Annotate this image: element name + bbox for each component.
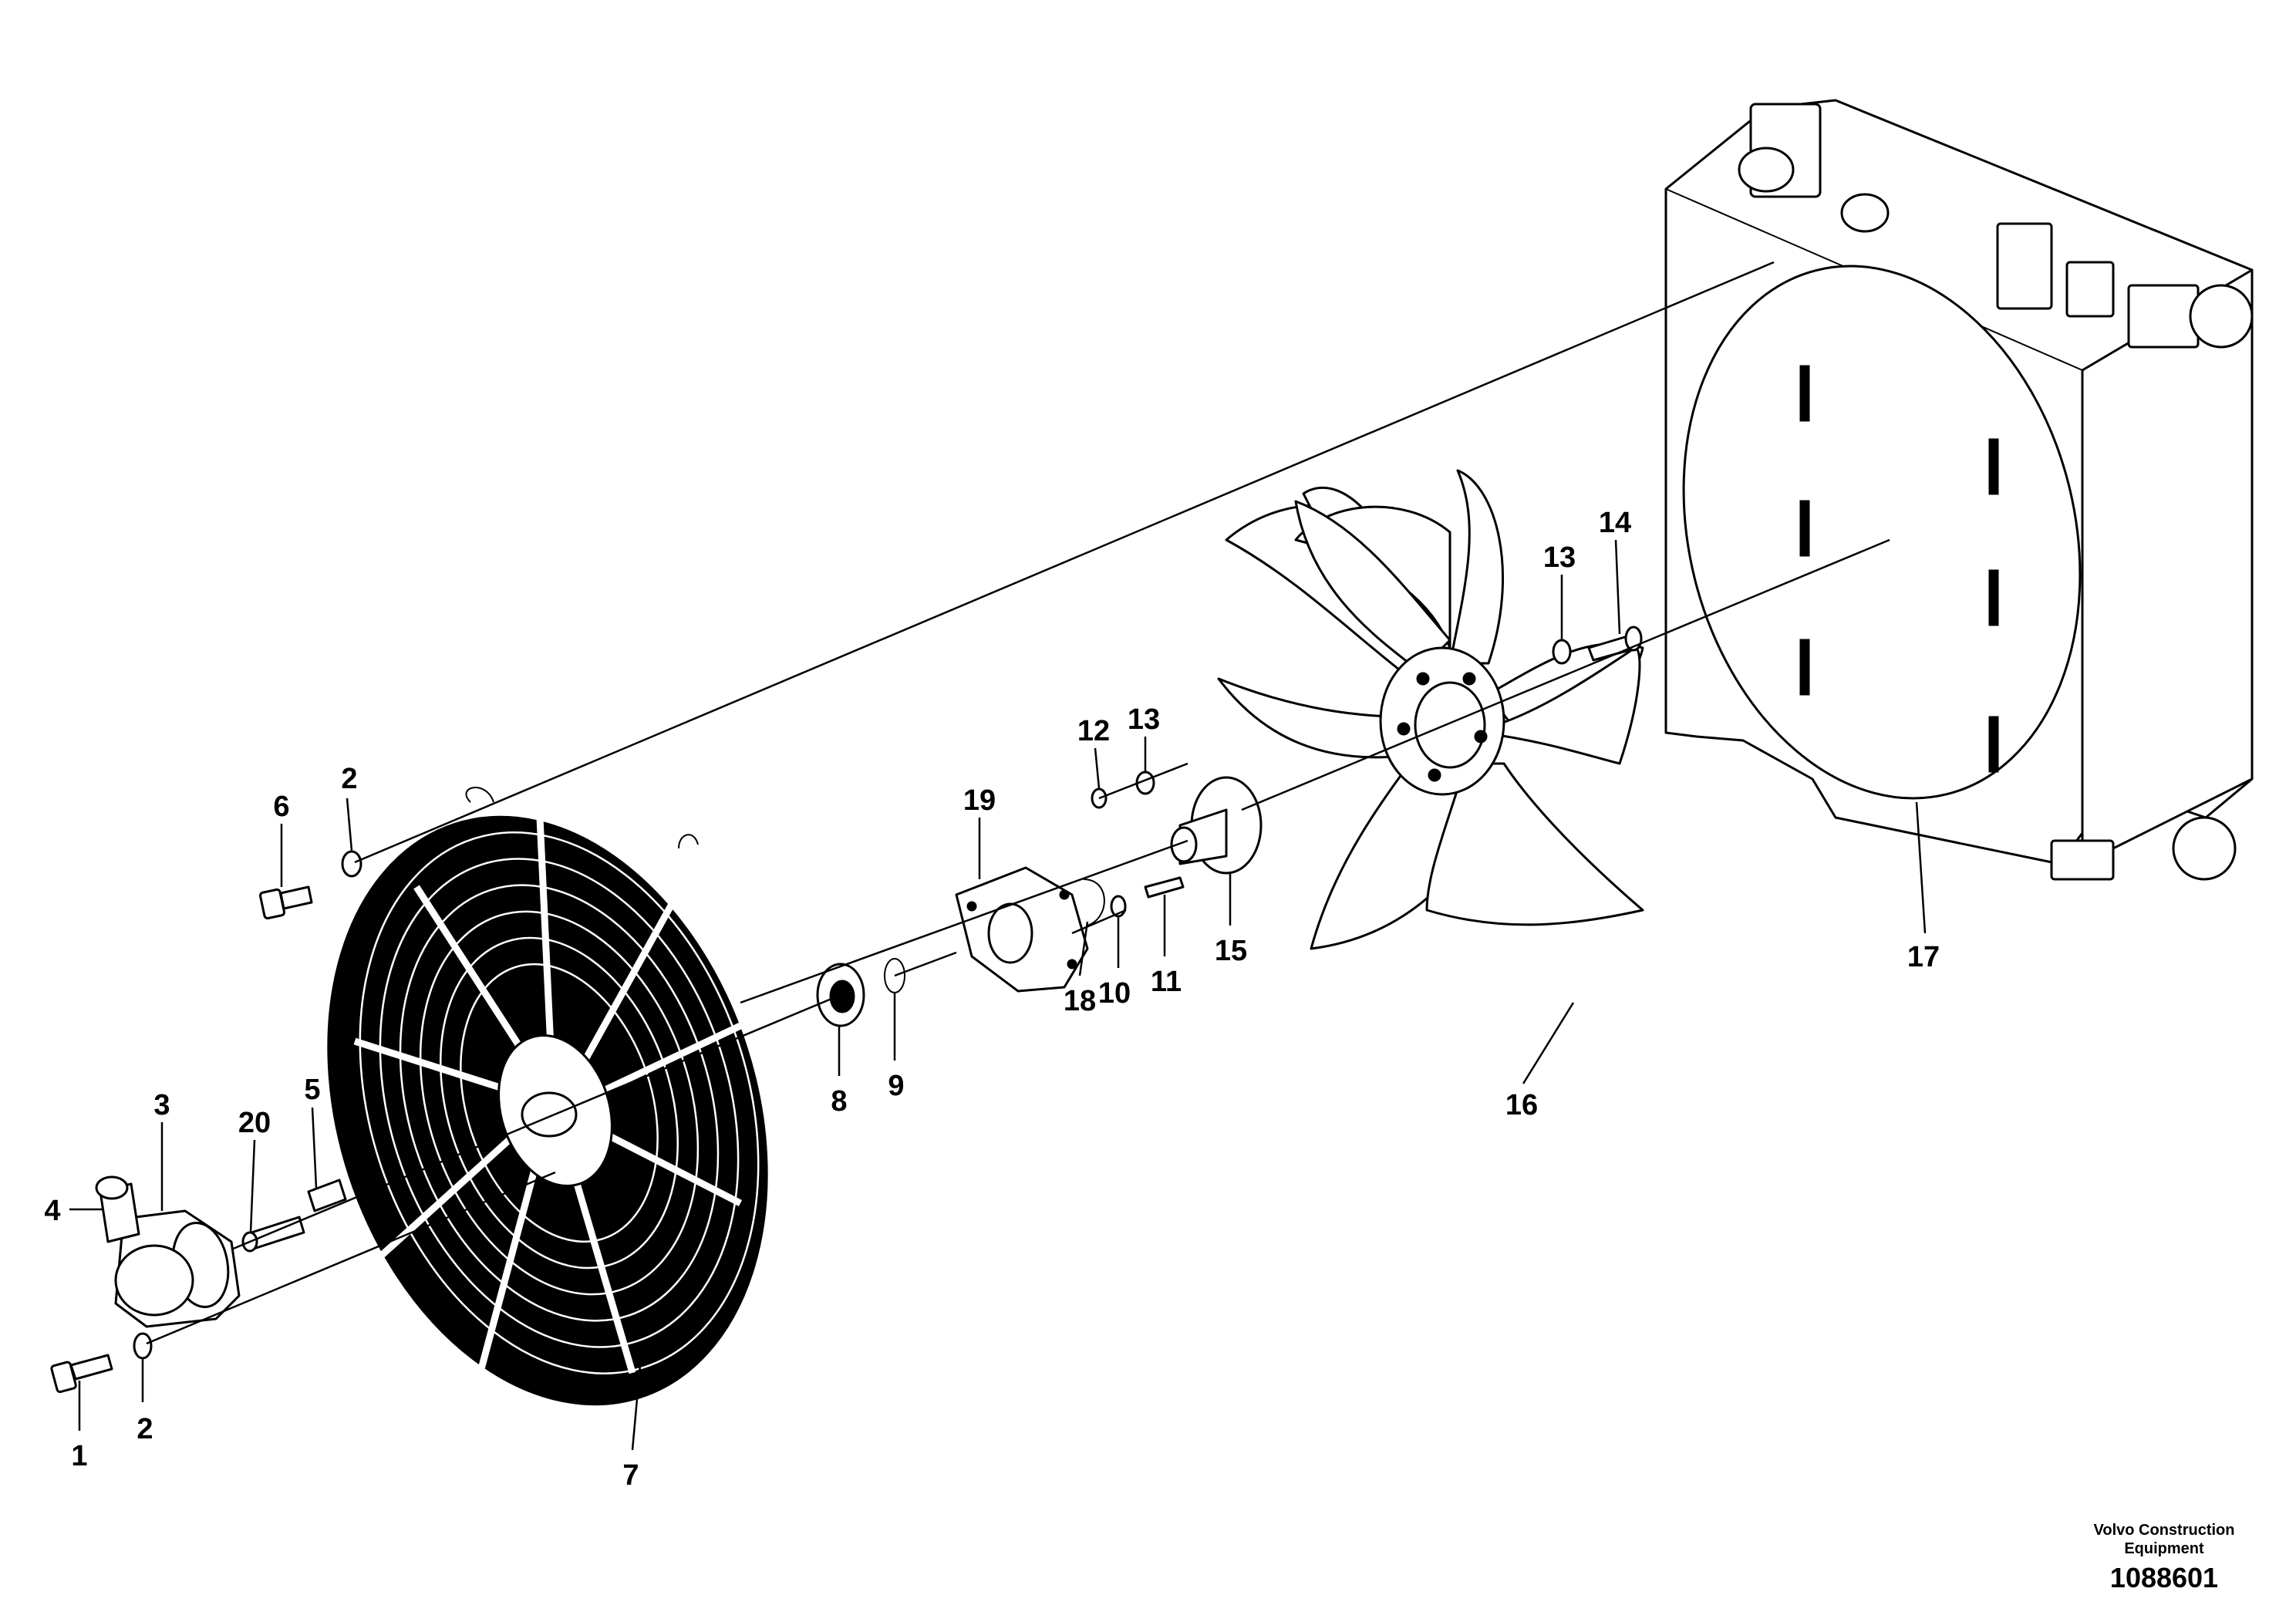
- callout-17: 17: [1907, 941, 1940, 973]
- brand-line-1: Volvo Construction: [2094, 1522, 2235, 1539]
- alignment-lines: [146, 261, 1890, 1345]
- bearing-housing-19: [955, 866, 1089, 993]
- callout-2-lower: 2: [137, 1413, 153, 1445]
- washer-2-upper: [341, 850, 362, 878]
- callout-5: 5: [304, 1074, 320, 1106]
- washer-2-lower: [133, 1332, 153, 1360]
- callout-16: 16: [1505, 1089, 1538, 1121]
- document-number: 1088601: [2110, 1562, 2218, 1593]
- callout-20: 20: [238, 1107, 271, 1139]
- screw-11: [1144, 876, 1185, 899]
- fan: [1217, 469, 1644, 950]
- callouts: 1 2 2 3 4 5 6 7 8 9 10 11 12 13 13 14 15…: [44, 507, 1940, 1492]
- callout-15: 15: [1215, 935, 1247, 967]
- callout-11: 11: [1151, 966, 1182, 998]
- snap-ring-18: [1083, 878, 1105, 926]
- callout-1: 1: [71, 1440, 87, 1472]
- callout-13-upper: 13: [1543, 541, 1576, 574]
- callout-13-lower: 13: [1128, 703, 1160, 736]
- callout-12: 12: [1077, 715, 1110, 747]
- callout-18: 18: [1064, 985, 1096, 1017]
- hub-15: [1170, 776, 1263, 875]
- callout-19: 19: [963, 784, 996, 817]
- callout-9: 9: [888, 1070, 904, 1102]
- radiator-top-fittings: [1738, 103, 2254, 881]
- callout-6: 6: [273, 791, 289, 823]
- bolt-6: [258, 885, 313, 920]
- callout-3: 3: [153, 1089, 170, 1121]
- callout-7: 7: [622, 1459, 639, 1492]
- leader-lines: [69, 539, 1927, 1451]
- footer: Volvo Construction Equipment 1088601: [2094, 1522, 2235, 1593]
- washer-13-upper: [1552, 639, 1572, 665]
- callout-14: 14: [1599, 507, 1631, 539]
- callout-8: 8: [831, 1085, 847, 1118]
- bolt-1: [50, 1354, 113, 1394]
- callout-2-upper: 2: [341, 763, 357, 795]
- key-5: [307, 1179, 347, 1212]
- callout-4: 4: [44, 1195, 60, 1227]
- hydraulic-motor: [95, 1175, 241, 1328]
- radiator-assembly: [1664, 99, 2254, 881]
- circlip-9: [884, 958, 905, 993]
- hardware: [50, 626, 1643, 1394]
- fan-guard: [327, 787, 768, 1406]
- callout-10: 10: [1098, 977, 1131, 1010]
- brand-line-2: Equipment: [2124, 1540, 2204, 1557]
- radiator-clips: [1799, 365, 1999, 773]
